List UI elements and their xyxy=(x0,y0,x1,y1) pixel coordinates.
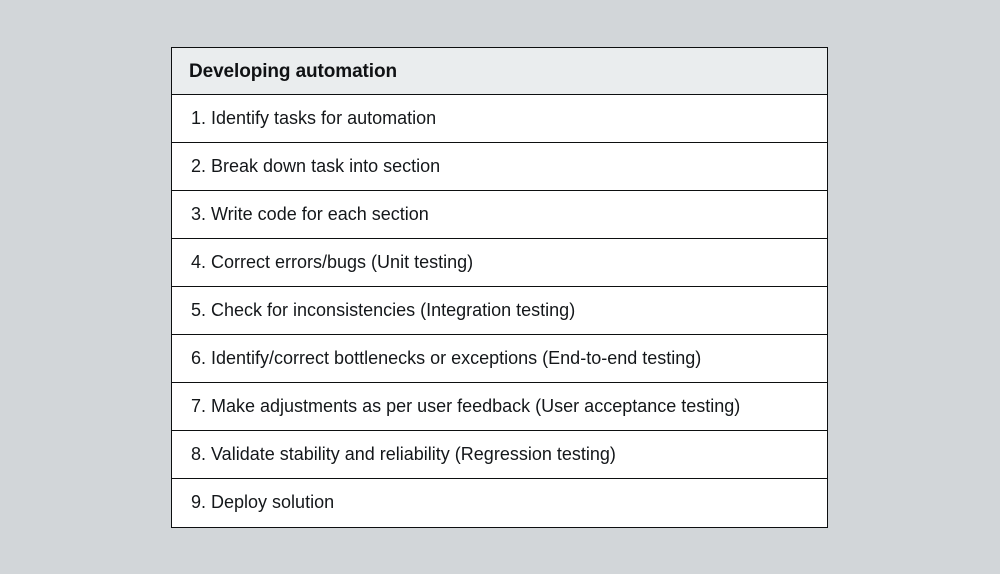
step-text: 3. Write code for each section xyxy=(191,203,429,224)
table-row: 8. Validate stability and reliability (R… xyxy=(172,431,827,479)
table-header-row: Developing automation xyxy=(172,48,827,95)
table-row: 4. Correct errors/bugs (Unit testing) xyxy=(172,239,827,287)
table-row: 5. Check for inconsistencies (Integratio… xyxy=(172,287,827,335)
step-text: 8. Validate stability and reliability (R… xyxy=(191,443,616,464)
step-text: 1. Identify tasks for automation xyxy=(191,107,437,128)
step-text: 6. Identify/correct bottlenecks or excep… xyxy=(191,347,702,368)
table-row: 3. Write code for each section xyxy=(172,191,827,239)
table-row: 7. Make adjustments as per user feedback… xyxy=(172,383,827,431)
table-title: Developing automation xyxy=(189,60,397,82)
step-text: 9. Deploy solution xyxy=(191,492,335,513)
step-text: 5. Check for inconsistencies (Integratio… xyxy=(191,299,576,320)
table-row: 2. Break down task into section xyxy=(172,143,827,191)
table-body: 1. Identify tasks for automation 2. Brea… xyxy=(172,95,827,527)
table-row: 9. Deploy solution xyxy=(172,479,827,527)
developing-automation-table: Developing automation 1. Identify tasks … xyxy=(171,47,828,528)
table-row: 6. Identify/correct bottlenecks or excep… xyxy=(172,335,827,383)
step-text: 7. Make adjustments as per user feedback… xyxy=(191,395,741,416)
step-text: 2. Break down task into section xyxy=(191,155,441,176)
step-text: 4. Correct errors/bugs (Unit testing) xyxy=(191,251,474,272)
table-row: 1. Identify tasks for automation xyxy=(172,95,827,143)
